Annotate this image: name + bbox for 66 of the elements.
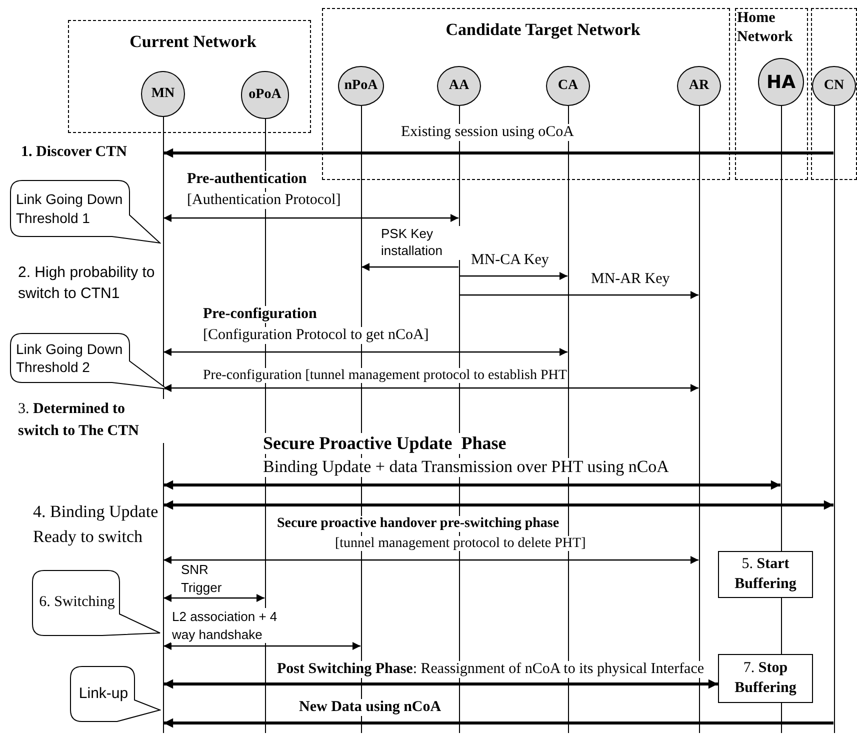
network-group bbox=[811, 8, 857, 180]
message-arrow bbox=[164, 556, 698, 564]
edge-label: [Configuration Protocol to get nCoA] bbox=[202, 327, 430, 344]
message-arrow bbox=[164, 594, 264, 602]
edge-label: Existing session using oCoA bbox=[400, 124, 575, 140]
message-arrow bbox=[164, 679, 718, 689]
step-label: Secure Proactive Update Phase bbox=[262, 433, 508, 454]
message-arrow bbox=[164, 500, 834, 510]
step-label: Pre-authentication bbox=[186, 171, 308, 188]
callout-text: Link Going Down Threshold 1 bbox=[16, 190, 124, 228]
edge-label: Pre-configuration [tunnel management protocol to establish PHT bbox=[202, 368, 568, 384]
message-arrow bbox=[164, 480, 780, 490]
network-group bbox=[735, 8, 808, 180]
lifeline bbox=[780, 106, 782, 733]
message-arrow bbox=[164, 348, 568, 356]
status-box bbox=[718, 654, 813, 703]
entity-circle bbox=[758, 58, 804, 106]
message-arrow bbox=[164, 148, 834, 158]
entity-circle bbox=[241, 71, 289, 119]
entity-circle bbox=[437, 66, 481, 106]
edge-label: [Authentication Protocol] bbox=[186, 192, 342, 208]
callout-text: Link-up bbox=[78, 684, 130, 704]
entity-label: nPoA bbox=[344, 78, 378, 94]
step-label: Pre-configuration bbox=[202, 306, 318, 324]
edge-label: MN-CA Key bbox=[470, 252, 550, 268]
lifeline bbox=[698, 106, 700, 733]
group-title: Candidate Target Network bbox=[444, 19, 642, 40]
callout-bubble bbox=[70, 666, 161, 722]
callout-bubble bbox=[10, 180, 161, 246]
group-title: Current Network bbox=[128, 31, 258, 52]
entity-label: CN bbox=[824, 78, 844, 94]
entity-circle bbox=[141, 71, 185, 117]
entity-label: MN bbox=[151, 86, 175, 102]
callout-text: 6. Switching bbox=[38, 593, 116, 612]
edge-label: New Data using nCoA bbox=[298, 699, 442, 716]
group-title: Home Network bbox=[737, 9, 794, 46]
status-text: 7. Stop Buffering bbox=[734, 659, 798, 698]
edge-label: [tunnel management protocol to delete PHT] bbox=[334, 536, 587, 552]
message-arrow bbox=[362, 263, 458, 271]
message-arrow bbox=[460, 291, 698, 299]
callout-text: Link Going Down Threshold 2 bbox=[16, 340, 124, 377]
message-arrow bbox=[460, 272, 568, 280]
edge-label: Post Switching Phase: Reassignment of nCoA to its physical Interface bbox=[276, 661, 706, 678]
entity-label: AR bbox=[688, 78, 710, 94]
entity-label: oPoA bbox=[248, 87, 282, 103]
network-group bbox=[68, 20, 311, 133]
entity-label: CA bbox=[558, 78, 578, 94]
entity-circle bbox=[812, 66, 856, 106]
entity-circle bbox=[338, 66, 384, 106]
entity-label: HA bbox=[766, 72, 796, 92]
status-box bbox=[718, 551, 813, 598]
step-label: 3. Determined to switch to The CTN bbox=[17, 399, 167, 442]
status-text: 5. Start Buffering bbox=[734, 555, 798, 594]
edge-label: MN-AR Key bbox=[590, 271, 671, 288]
entity-circle bbox=[677, 66, 721, 106]
entity-label: AA bbox=[448, 78, 470, 94]
message-arrow bbox=[164, 642, 360, 650]
callout-bubble bbox=[32, 570, 161, 636]
edge-label: Binding Update + data Transmission over PHT using nCoA bbox=[262, 458, 670, 477]
message-arrow bbox=[164, 718, 834, 728]
lifeline bbox=[162, 117, 164, 733]
callout-bubble bbox=[10, 333, 168, 391]
entity-circle bbox=[546, 66, 590, 106]
message-arrow bbox=[164, 384, 698, 392]
step-label: Secure proactive handover pre-switching phase bbox=[276, 516, 560, 532]
message-arrow bbox=[164, 214, 458, 222]
